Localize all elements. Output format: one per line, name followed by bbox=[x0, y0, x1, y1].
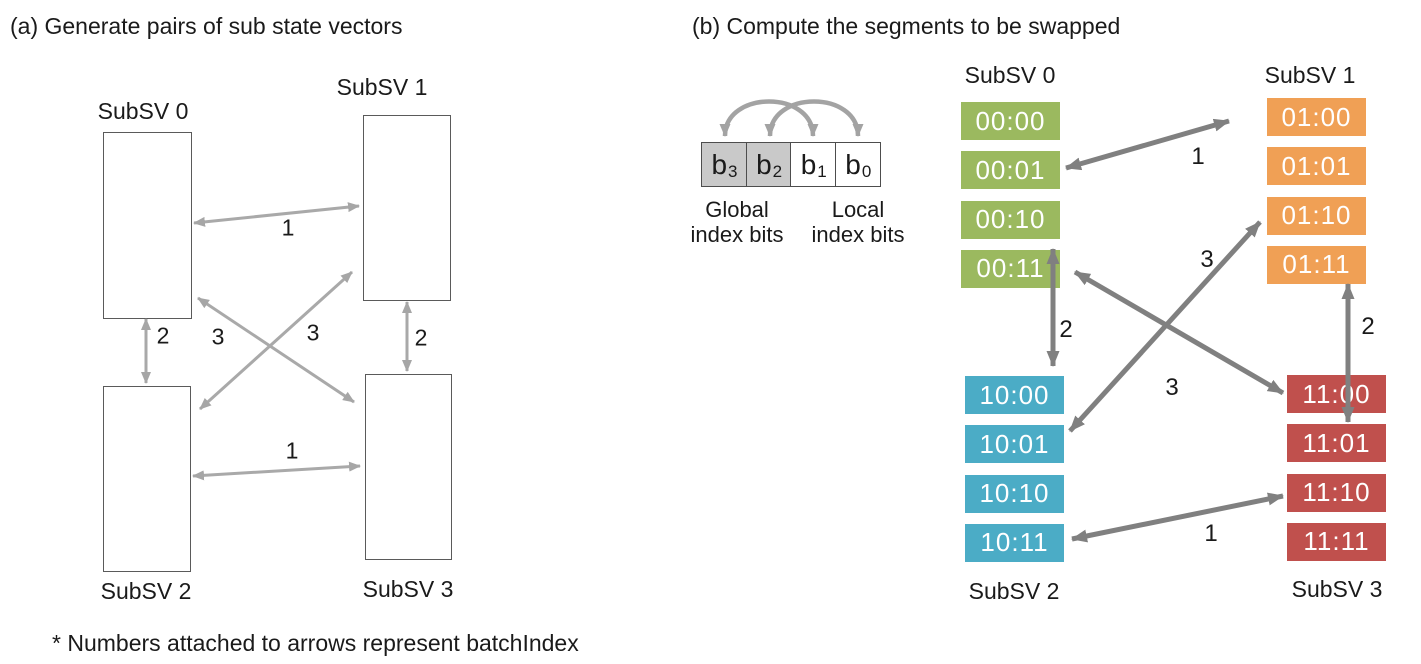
batch-label-a-2-3: 1 bbox=[285, 437, 299, 464]
arrow-a-subsv0-subsv1 bbox=[193, 202, 360, 227]
segment-box: 01:00 bbox=[1267, 98, 1366, 136]
subsv2-segment-column: 10:00 10:01 10:10 10:11 bbox=[965, 376, 1064, 562]
segment-box: 11:01 bbox=[1287, 424, 1386, 463]
segment-box: 10:11 bbox=[965, 523, 1064, 562]
local-index-bits-caption: Local index bits bbox=[811, 197, 905, 247]
batch-label-b-top-1: 1 bbox=[1191, 143, 1205, 170]
batch-label-a-0-2: 2 bbox=[156, 322, 170, 349]
segment-box: 01:01 bbox=[1267, 147, 1366, 186]
subsv3-column-header: SubSV 3 bbox=[1291, 576, 1383, 602]
subsv2-node-box bbox=[103, 386, 191, 572]
batch-label-b-lower-3: 3 bbox=[1165, 374, 1179, 401]
batch-label-a-0-1: 1 bbox=[281, 214, 295, 241]
subsv0-column-header: SubSV 0 bbox=[964, 62, 1056, 88]
bit-subscript: 0 bbox=[861, 162, 872, 181]
bit-base: b bbox=[800, 148, 817, 180]
bit-subscript: 1 bbox=[817, 162, 827, 181]
segment-box: 10:10 bbox=[965, 474, 1064, 513]
global-index-bits-caption: Global index bits bbox=[690, 197, 784, 247]
subsv2-column-header: SubSV 2 bbox=[968, 578, 1060, 604]
subsv1-segment-column: 01:00 01:01 01:10 01:11 bbox=[1267, 98, 1366, 284]
segment-box: 00:01 bbox=[961, 151, 1060, 190]
arrow-b-0011-1100 bbox=[1073, 269, 1285, 396]
arrow-a-subsv2-subsv3 bbox=[192, 461, 361, 481]
segment-box: 10:00 bbox=[965, 376, 1064, 414]
bit-subscript: 3 bbox=[728, 162, 738, 181]
segment-box: 11:10 bbox=[1287, 473, 1386, 512]
panel-b-title: (b) Compute the segments to be swapped bbox=[692, 13, 1121, 39]
subsv1-node-box bbox=[363, 115, 451, 301]
segment-box: 01:10 bbox=[1267, 196, 1366, 235]
segment-box: 00:11 bbox=[961, 249, 1060, 288]
subsv0-node-label: SubSV 0 bbox=[97, 98, 189, 124]
batch-label-b-upper-3: 3 bbox=[1200, 246, 1214, 273]
subsv2-node-label: SubSV 2 bbox=[100, 578, 192, 604]
subsv1-column-header: SubSV 1 bbox=[1264, 62, 1356, 88]
swap-arc-b2-b0 bbox=[764, 99, 864, 137]
bit-base: b bbox=[845, 148, 861, 180]
bit-subscript: 2 bbox=[772, 162, 783, 181]
segment-box: 00:00 bbox=[961, 102, 1060, 140]
subsv3-node-box bbox=[365, 374, 452, 560]
batch-label-b-bottom-1: 1 bbox=[1204, 520, 1218, 547]
subsv3-node-label: SubSV 3 bbox=[362, 576, 454, 602]
subsv3-segment-column: 11:00 11:01 11:10 11:11 bbox=[1287, 375, 1386, 561]
subsv1-node-label: SubSV 1 bbox=[336, 74, 428, 100]
bit-base: b bbox=[756, 148, 772, 180]
batch-label-b-right-2: 2 bbox=[1361, 313, 1375, 340]
footnote: * Numbers attached to arrows represent b… bbox=[52, 630, 579, 656]
batch-label-a-1-3: 2 bbox=[414, 324, 428, 351]
swap-arc-b3-b1 bbox=[719, 99, 819, 137]
bit-base: b bbox=[711, 148, 728, 180]
segment-box: 11:11 bbox=[1287, 522, 1386, 561]
segment-box: 10:01 bbox=[965, 425, 1064, 464]
segment-box: 00:10 bbox=[961, 200, 1060, 239]
subsv0-segment-column: 00:00 00:01 00:10 00:11 bbox=[961, 102, 1060, 288]
panel-a-title: (a) Generate pairs of sub state vectors bbox=[10, 13, 403, 39]
arrow-b-1011-1110 bbox=[1071, 492, 1284, 543]
batch-label-b-left-2: 2 bbox=[1059, 316, 1073, 343]
segment-box: 01:11 bbox=[1267, 245, 1366, 284]
batch-label-a-0-3: 3 bbox=[306, 319, 320, 346]
segment-box: 11:00 bbox=[1287, 375, 1386, 413]
batch-label-a-1-2: 3 bbox=[211, 323, 225, 350]
subsv0-node-box bbox=[103, 132, 192, 319]
